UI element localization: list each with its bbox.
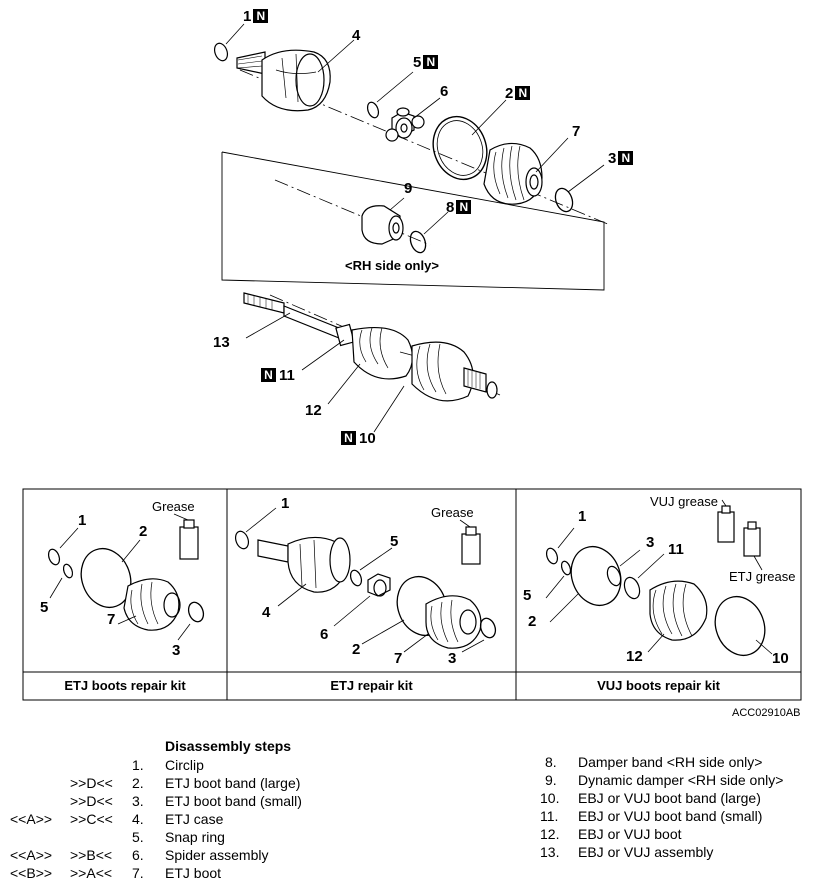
callout-6: 6 bbox=[440, 83, 449, 100]
kit1-callout-3: 3 bbox=[172, 642, 181, 659]
kit3-callout-5: 5 bbox=[523, 587, 532, 604]
new-part-mark: N bbox=[261, 368, 276, 382]
new-part-mark: N bbox=[341, 431, 356, 445]
dynamic-damper bbox=[361, 197, 405, 245]
kit1-callout-5: 5 bbox=[40, 599, 49, 616]
callout-7: 7 bbox=[572, 123, 581, 140]
new-part-mark: N bbox=[515, 86, 531, 100]
kit3-etj-grease-label: ETJ grease bbox=[729, 569, 796, 584]
new-part-mark: N bbox=[618, 151, 634, 165]
callout-4: 4 bbox=[352, 27, 361, 44]
new-part-mark: N bbox=[423, 55, 439, 69]
kit2-callout-1: 1 bbox=[281, 495, 290, 512]
steps-heading: Disassembly steps bbox=[165, 738, 292, 754]
kit2-callout-3: 3 bbox=[448, 650, 457, 667]
kit2-grease-label: Grease bbox=[431, 505, 474, 520]
kit3-callout-1: 1 bbox=[578, 508, 587, 525]
kit2-callout-7: 7 bbox=[394, 650, 403, 667]
kit3-callout-2: 2 bbox=[528, 613, 537, 630]
kit1-callout-2: 2 bbox=[139, 523, 148, 540]
callout-12: 12 bbox=[305, 402, 322, 419]
kit3-callout-10: 10 bbox=[772, 650, 789, 667]
new-part-mark: N bbox=[456, 200, 472, 214]
figure-code: ACC02910AB bbox=[732, 707, 801, 719]
new-part-mark: N bbox=[253, 9, 269, 23]
etj-boot-top bbox=[483, 137, 569, 205]
kit3-callout-12: 12 bbox=[626, 648, 643, 665]
kit3-vuj-grease-label: VUJ grease bbox=[650, 494, 718, 509]
callout-9: 9 bbox=[404, 180, 413, 197]
kit2-footer: ETJ repair kit bbox=[330, 678, 413, 693]
steps-left-list: 1.Circlip >>D<<2.ETJ boot band (large) >… bbox=[10, 757, 302, 881]
rh-side-note: <RH side only> bbox=[345, 258, 439, 273]
steps-right-list: 8.Damper band <RH side only> 9.Dynamic d… bbox=[540, 754, 784, 860]
kit2-callout-6: 6 bbox=[320, 626, 329, 643]
kit2-callout-2: 2 bbox=[352, 641, 361, 658]
spider-assembly-top bbox=[385, 97, 441, 142]
kit2-callout-5: 5 bbox=[390, 533, 399, 550]
kit1-callout-1: 1 bbox=[78, 512, 87, 529]
kit1-grease-label: Grease bbox=[152, 499, 195, 514]
callout-13: 13 bbox=[213, 334, 230, 351]
etj-case-top bbox=[236, 39, 355, 112]
kit3-callout-11: 11 bbox=[668, 541, 684, 558]
ebj-vuj-assembly bbox=[243, 292, 498, 433]
kit1-footer: ETJ boots repair kit bbox=[64, 678, 186, 693]
circlip-top bbox=[213, 42, 229, 62]
kit1-callout-7: 7 bbox=[107, 611, 116, 628]
kit3-callout-3: 3 bbox=[646, 534, 655, 551]
kit2-callout-4: 4 bbox=[262, 604, 271, 621]
kit3-footer: VUJ boots repair kit bbox=[597, 678, 720, 693]
